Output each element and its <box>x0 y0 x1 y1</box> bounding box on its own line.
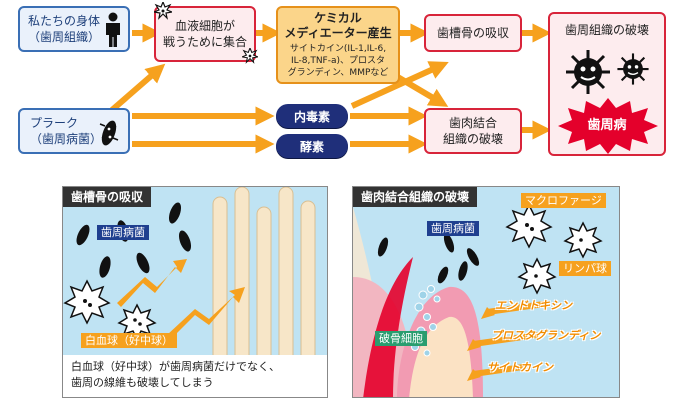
bone-resorption-box: 歯槽骨の吸収 <box>424 14 522 52</box>
macrophage-label: マクロファージ <box>521 193 606 208</box>
arrow-plaque-blood <box>110 63 166 113</box>
gum-tissue-destruction-box: 歯肉結合 組織の破壊 <box>424 108 522 154</box>
macrophage-icon <box>505 203 603 295</box>
lymphocyte-label: リンパ球 <box>559 261 611 276</box>
white-blood-cell-icon <box>63 279 157 341</box>
arrow-chem-gum <box>394 73 449 107</box>
bacteria-icon <box>99 120 119 146</box>
arrow-toxin-bone <box>350 61 449 109</box>
endotoxin-arrow-label: エンドトキシン <box>495 299 572 312</box>
bone-resorption-panel: 歯槽骨の吸収 歯周病菌 白血球（好中球） 白血球（好中球）が歯周病菌だけでなく、… <box>62 186 328 398</box>
plaque-box: プラーク （歯周病菌） <box>18 108 130 154</box>
top-arrows <box>110 23 552 154</box>
osteoclast-label: 破骨細胞 <box>375 331 427 346</box>
panel-title: 歯槽骨の吸収 <box>63 187 152 207</box>
cytokine-arrow-label: サイトカイン <box>487 361 553 374</box>
white-cell-icon <box>242 48 258 64</box>
virus-icon <box>617 53 649 85</box>
white-blood-cell-label: 白血球（好中球） <box>81 333 177 348</box>
chemical-mediator-box: ケミカル メディエーター産生 サイトカイン(IL-1,IL-6, IL-8,TN… <box>276 6 400 84</box>
periodontitis-label: 歯周病 <box>587 118 627 133</box>
person-icon <box>106 12 120 47</box>
panel-title: 歯肉結合組織の破壊 <box>353 187 478 207</box>
burst-badge <box>558 98 658 154</box>
white-cell-icon <box>154 2 172 20</box>
bacteria-label: 歯周病菌 <box>97 225 149 240</box>
body-box: 私たちの身体 （歯周組織） <box>18 6 130 52</box>
prostaglandin-arrow-label: プロスタグランディン <box>491 329 601 342</box>
gum-tissue-destruction-panel: 歯肉結合組織の破壊 歯周病菌 マクロファージ リンパ球 破骨細胞 エンドトキシン… <box>352 186 620 398</box>
periodontal-destruction-box: 歯周組織の破壊 歯周病 <box>548 12 666 156</box>
enzyme-pill: 酵素 <box>276 134 348 158</box>
panel-caption: 白血球（好中球）が歯周病菌だけでなく、 歯周の線維も破壊してしまう <box>63 355 327 397</box>
blood-cells-box: 血液細胞が 戦うために集合 <box>154 2 258 64</box>
bacteria-label: 歯周病菌 <box>427 221 479 236</box>
endotoxin-pill: 内毒素 <box>276 104 348 128</box>
virus-icon <box>566 50 610 94</box>
